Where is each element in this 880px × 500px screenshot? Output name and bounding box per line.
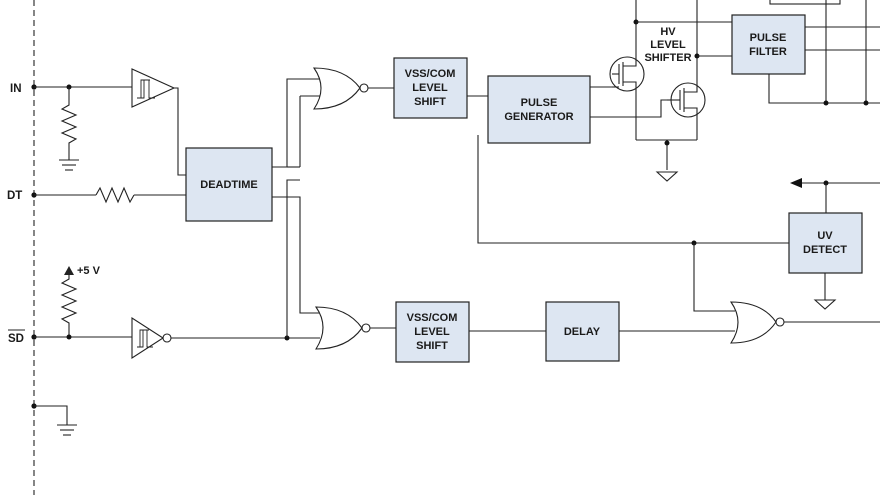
dt-input-path: [34, 186, 186, 204]
uv-feedback: [477, 135, 880, 312]
pulse-to-shifter: [590, 86, 667, 118]
uv-detect-line1: UV: [817, 230, 833, 242]
right-nor-gate: [729, 301, 880, 344]
uv-detect-block: [788, 212, 863, 274]
pulse-filter-line1: PULSE: [750, 32, 787, 44]
com-ground: [34, 405, 77, 436]
bottom-nor-gate: [314, 306, 396, 350]
deadtime-output-wires: [272, 78, 320, 314]
hv-line1: HV: [660, 26, 676, 38]
vss-com-level-shift-top: [393, 57, 468, 119]
vss-top-line2: LEVEL: [412, 82, 448, 94]
delay-block: [545, 301, 620, 362]
in-input-path: [34, 84, 132, 171]
pin-sd-label: SD: [8, 333, 24, 345]
pulse-gen-line1: PULSE: [521, 97, 558, 109]
vss-bottom-line2: LEVEL: [414, 326, 450, 338]
deadtime-block: [185, 147, 273, 222]
vss-top-line3: SHIFT: [414, 96, 446, 108]
hv-level-shifter: HV LEVEL SHIFTER: [609, 0, 732, 182]
pulse-filter-line2: FILTER: [749, 46, 787, 58]
pin-in-label: IN: [10, 83, 22, 95]
uv-ground: [813, 273, 837, 310]
sd-schmitt-inverter: [131, 316, 320, 360]
delay-label: DELAY: [564, 326, 601, 338]
pulse-gen-line2: GENERATOR: [504, 111, 573, 123]
in-schmitt-buffer: [131, 68, 186, 176]
deadtime-label: DEADTIME: [200, 179, 257, 191]
vss-bottom-line3: SHIFT: [416, 340, 448, 352]
pulse-filter-block: [731, 14, 806, 75]
sd-to-gates: [284, 179, 300, 341]
uv-detect-line2: DETECT: [803, 244, 847, 256]
vss-bottom-line1: VSS/COM: [407, 312, 458, 324]
hv-line2: LEVEL: [650, 39, 686, 51]
pin-dt-label: DT: [7, 190, 22, 202]
sd-input-path: +5 V: [34, 265, 132, 340]
hv-line3: SHIFTER: [644, 52, 691, 64]
vss-top-line1: VSS/COM: [405, 68, 456, 80]
top-nor-gate: [312, 67, 394, 110]
pulse-generator-block: [487, 75, 591, 144]
supply-label: +5 V: [77, 265, 101, 277]
vss-com-level-shift-bottom: [395, 301, 470, 363]
top-right-wiring: [768, 0, 880, 106]
